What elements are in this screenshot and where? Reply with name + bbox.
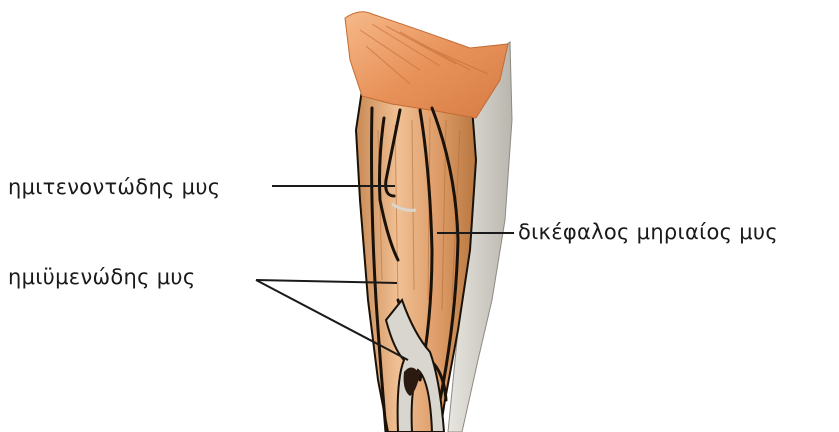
label-semimembranosus: ημιϋμενώδης μυς xyxy=(8,265,195,289)
label-semitendinosus: ημιτενοντώδης μυς xyxy=(8,175,220,199)
label-biceps-femoris: δικέφαλος μηριαίος μυς xyxy=(518,220,778,244)
